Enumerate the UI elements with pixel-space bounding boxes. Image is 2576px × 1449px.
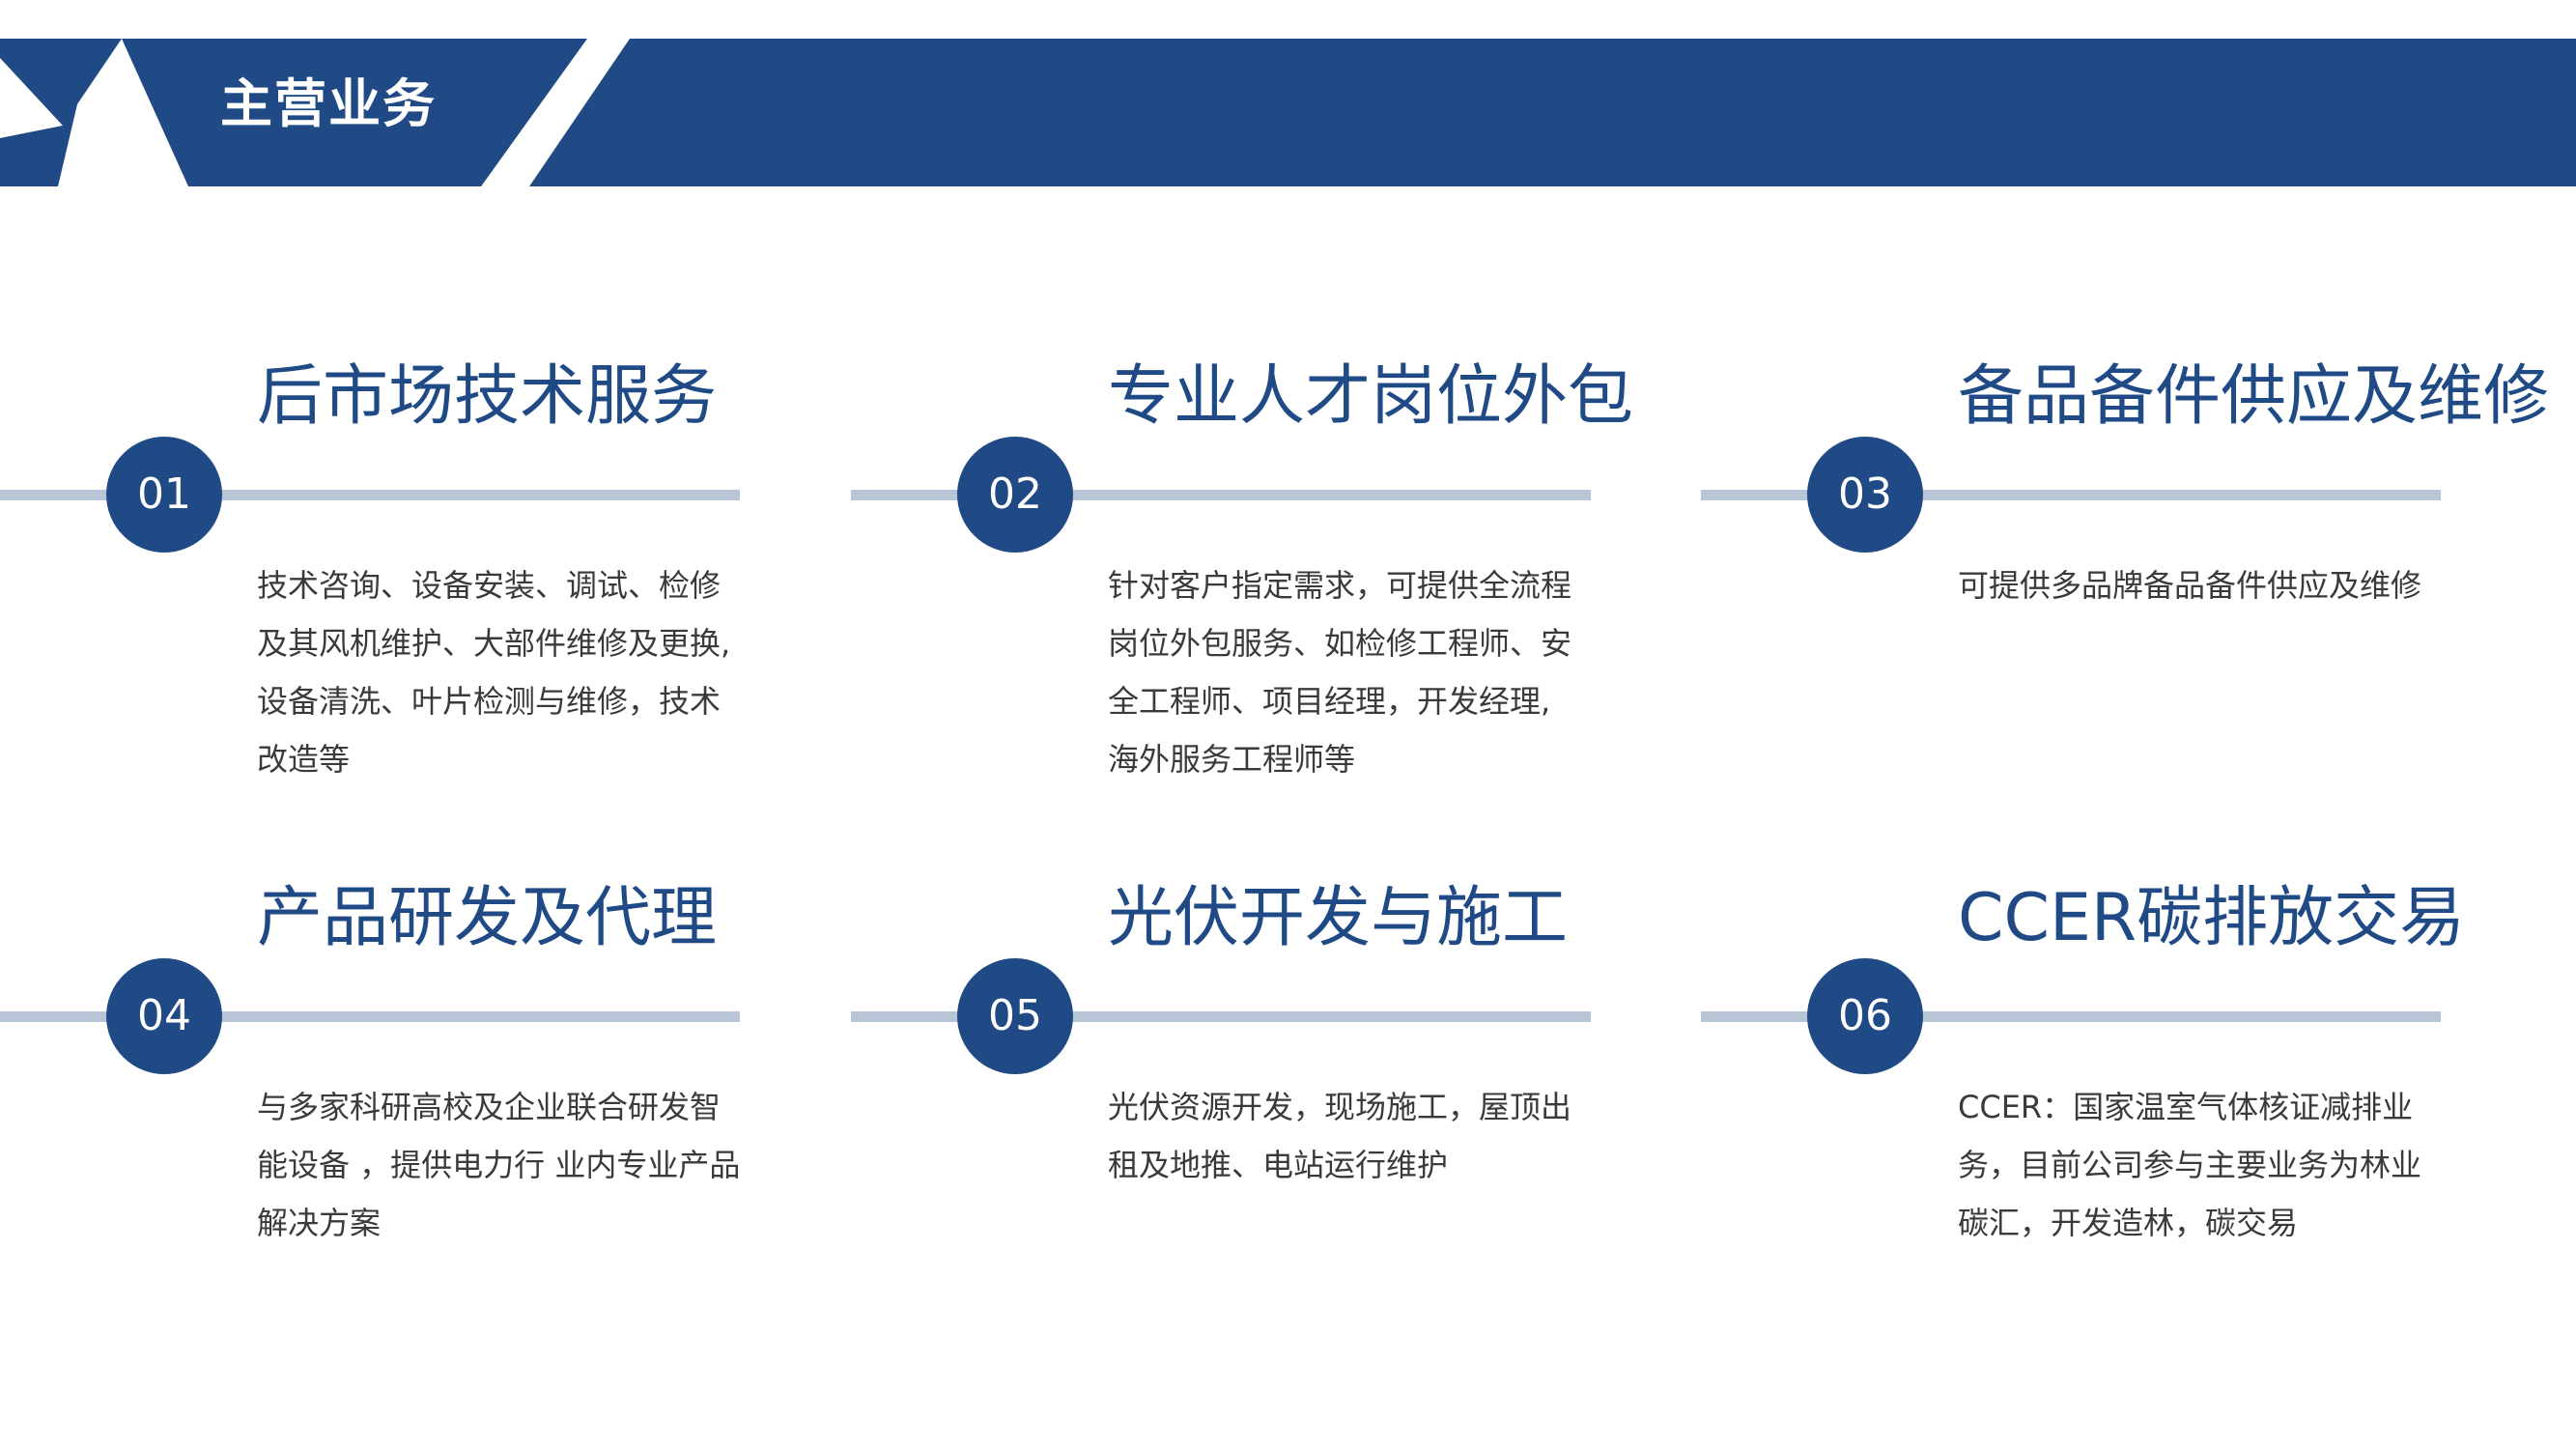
page-title: 主营业务 (220, 73, 437, 134)
card-title: 产品研发及代理 (257, 880, 718, 956)
card-number-badge: 04 (106, 958, 222, 1074)
header-title-band (0, 39, 587, 186)
card-divider (851, 490, 1591, 500)
service-card: 05 光伏开发与施工 光伏资源开发，现场施工，屋顶出 租及地推、电站运行维护 (851, 880, 1701, 1378)
card-description: 可提供多品牌备品备件供应及维修 (1958, 567, 2422, 604)
card-title: 备品备件供应及维修 (1958, 358, 2550, 435)
card-description: 技术咨询、设备安装、调试、检修 及其风机维护、大部件维修及更换, 设备清洗、叶片… (257, 567, 731, 778)
header-main-band (529, 39, 2576, 186)
service-card: 01 后市场技术服务 技术咨询、设备安装、调试、检修 及其风机维护、大部件维修及… (0, 358, 850, 856)
card-divider (851, 1011, 1591, 1022)
card-title: 光伏开发与施工 (1108, 880, 1569, 956)
service-card: 03 备品备件供应及维修 可提供多品牌备品备件供应及维修 (1701, 358, 2551, 856)
card-divider (1701, 1011, 2441, 1022)
card-divider (1701, 490, 2441, 500)
card-number-badge: 02 (957, 437, 1073, 553)
card-title: CCER碳排放交易 (1958, 880, 2466, 956)
card-divider (0, 490, 740, 500)
card-divider (0, 1011, 740, 1022)
service-card: 04 产品研发及代理 与多家科研高校及企业联合研发智 能设备 ，提供电力行 业内… (0, 880, 850, 1378)
card-description: 针对客户指定需求，可提供全流程 岗位外包服务、如检修工程师、安 全工程师、项目经… (1108, 567, 1572, 778)
card-number-badge: 01 (106, 437, 222, 553)
card-number-badge: 03 (1807, 437, 1923, 553)
service-card: 02 专业人才岗位外包 针对客户指定需求，可提供全流程 岗位外包服务、如检修工程… (851, 358, 1701, 856)
card-number-badge: 06 (1807, 958, 1923, 1074)
header-banner (0, 39, 2576, 186)
card-title: 后市场技术服务 (257, 358, 718, 435)
service-card: 06 CCER碳排放交易 CCER：国家温室气体核证减排业 务，目前公司参与主要… (1701, 880, 2551, 1378)
card-title: 专业人才岗位外包 (1108, 358, 1634, 435)
card-description: 光伏资源开发，现场施工，屋顶出 租及地推、电站运行维护 (1108, 1089, 1572, 1183)
card-description: 与多家科研高校及企业联合研发智 能设备 ，提供电力行 业内专业产品 解决方案 (257, 1089, 741, 1241)
card-number-badge: 05 (957, 958, 1073, 1074)
card-description: CCER：国家温室气体核证减排业 务，目前公司参与主要业务为林业 碳汇，开发造林… (1958, 1089, 2422, 1241)
